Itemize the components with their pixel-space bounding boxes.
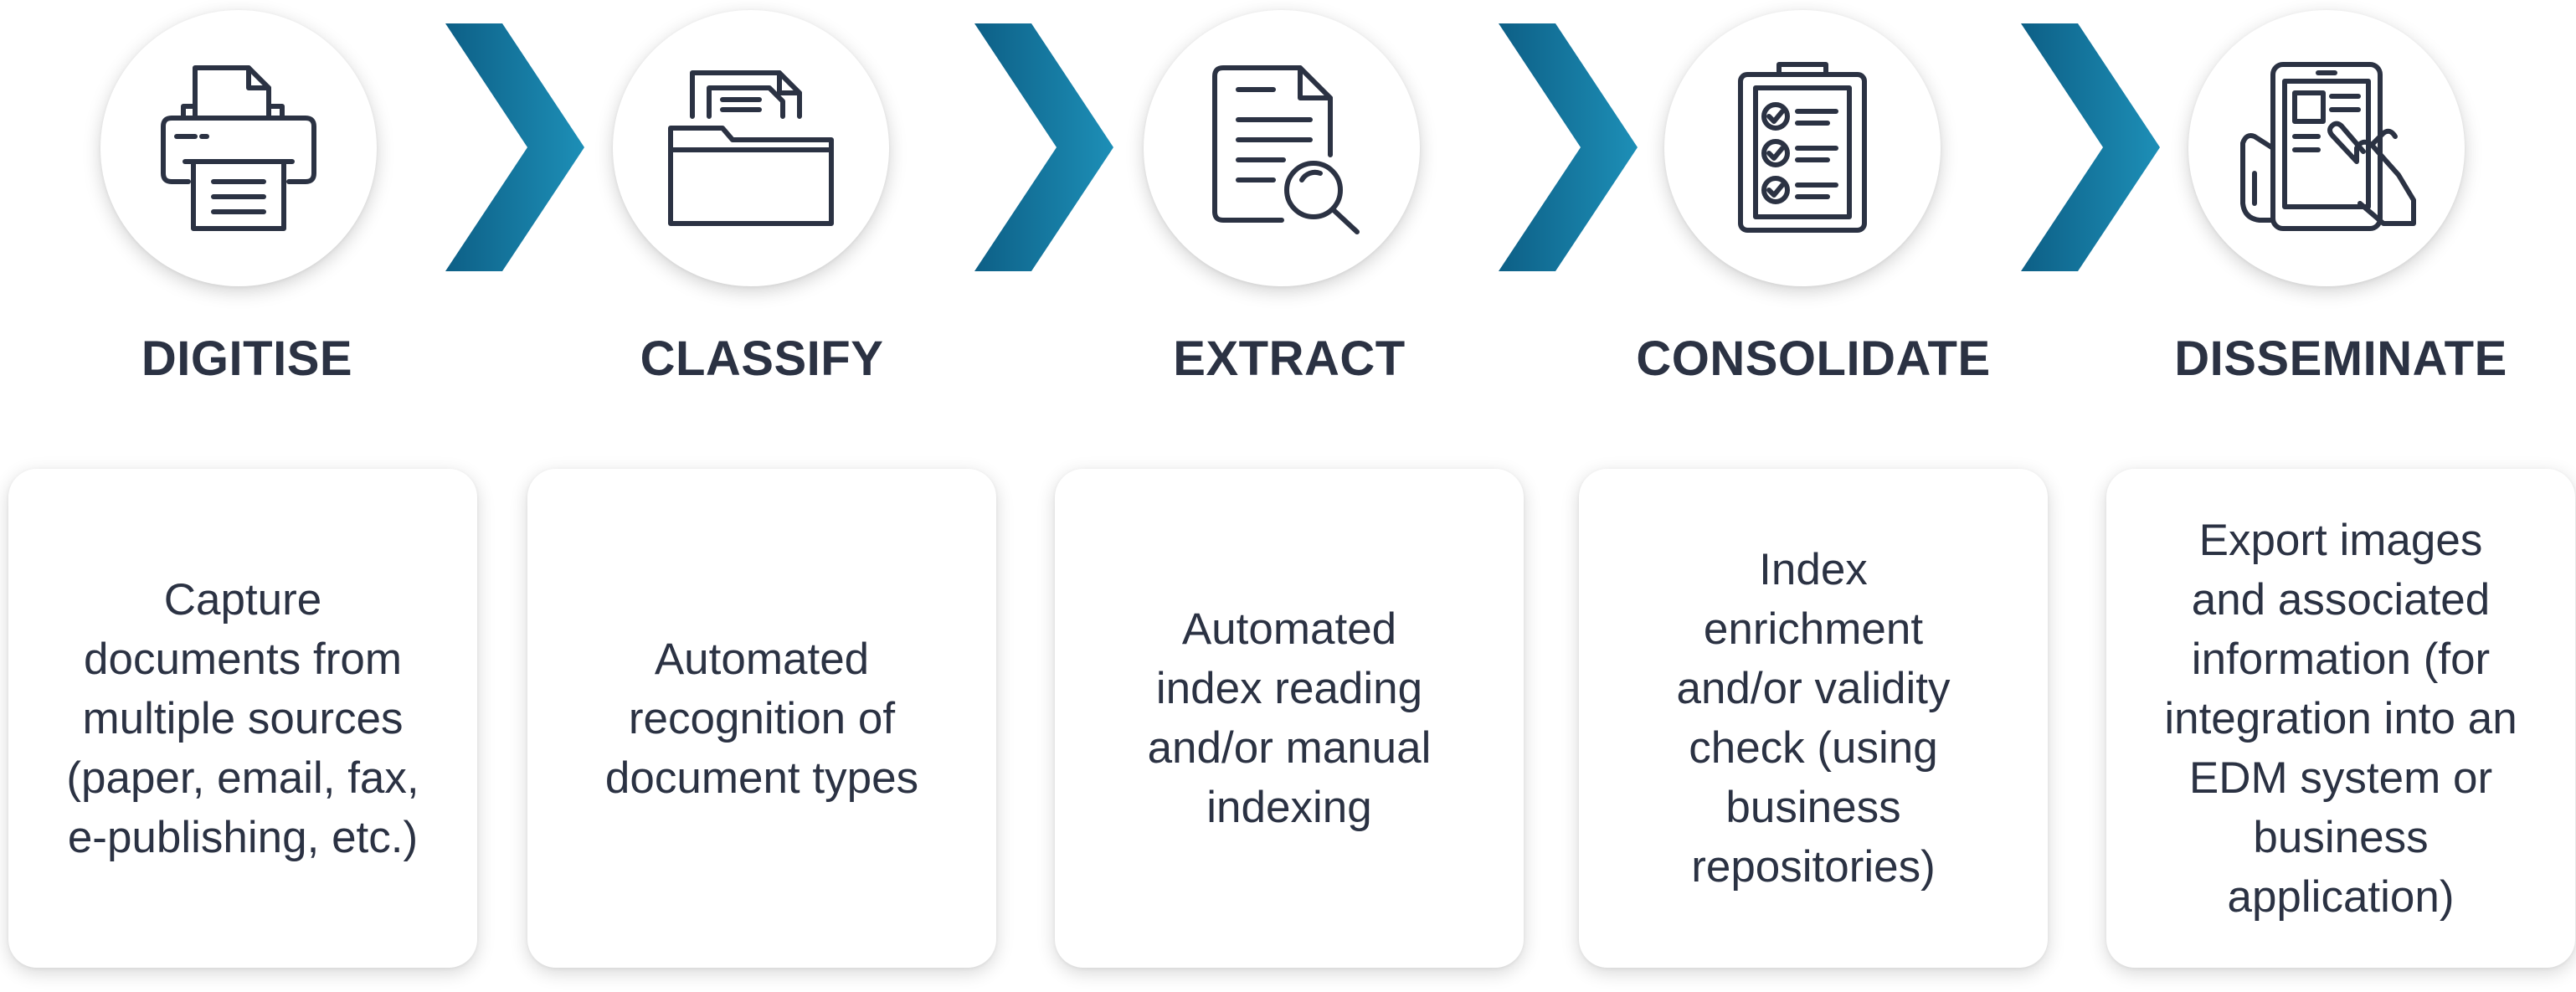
arrow-chevron-2 [974, 23, 1113, 271]
chevron-right-icon [2021, 23, 2160, 271]
step-classify: CLASSIFY Automated recognition of docume… [522, 0, 1041, 992]
step-description-card: Capture documents from multiple sources … [8, 469, 477, 968]
step-description-card: Automated recognition of document types [527, 469, 996, 968]
arrow-chevron-4 [2021, 23, 2160, 271]
step-disseminate: DISSEMINATE Export images and associated… [2090, 0, 2576, 992]
icon-circle [100, 10, 377, 286]
icon-circle [1664, 10, 1941, 286]
step-title: CLASSIFY [640, 332, 884, 386]
step-description: Export images and associated information… [2164, 515, 2517, 922]
step-title: DISSEMINATE [2174, 332, 2507, 386]
step-description-card: Index enrichment and/or validity check (… [1579, 469, 2048, 968]
step-description: Index enrichment and/or validity check (… [1676, 545, 1951, 892]
step-extract: EXTRACT Automated index reading and/or m… [1045, 0, 1564, 992]
printer-icon [161, 65, 316, 231]
tablet-touch-icon [2240, 62, 2416, 231]
folder-icon [668, 70, 834, 226]
checklist-clipboard-icon [1738, 62, 1867, 233]
chevron-right-icon [445, 23, 584, 271]
arrow-chevron-3 [1499, 23, 1638, 271]
arrow-chevron-1 [445, 23, 584, 271]
icon-circle [1144, 10, 1420, 286]
step-description-card: Export images and associated information… [2106, 469, 2575, 968]
chevron-right-icon [974, 23, 1113, 271]
step-description: Automated index reading and/or manual in… [1147, 604, 1432, 832]
step-description: Capture documents from multiple sources … [66, 574, 419, 862]
step-title: DIGITISE [141, 332, 353, 386]
step-digitise: DIGITISE Capture documents from multiple… [0, 0, 519, 992]
step-description: Automated recognition of document types [604, 634, 919, 803]
step-title: CONSOLIDATE [1636, 332, 1991, 386]
icon-circle [613, 10, 889, 286]
document-search-icon [1212, 65, 1360, 234]
chevron-right-icon [1499, 23, 1638, 271]
step-title: EXTRACT [1173, 332, 1406, 386]
step-consolidate: CONSOLIDATE Index enrichment and/or vali… [1567, 0, 2086, 992]
step-description-card: Automated index reading and/or manual in… [1055, 469, 1524, 968]
icon-circle [2188, 10, 2465, 286]
